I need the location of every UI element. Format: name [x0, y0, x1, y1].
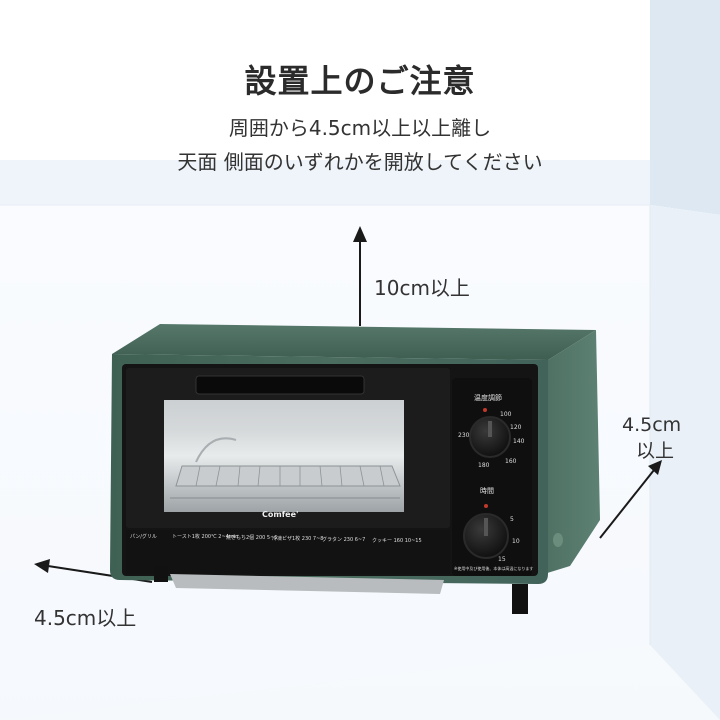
menu-item: トースト1枚 200℃ 2~4min: [172, 534, 239, 540]
top-clearance-label: 10cm以上: [374, 276, 470, 300]
temperature-label: 温度調節: [474, 394, 502, 402]
menu-item: パン/グリル: [130, 534, 157, 540]
side-clearance-value: 4.5cm: [622, 414, 682, 436]
temp-mark: 100: [500, 411, 512, 418]
brand-logo: Comfee': [262, 510, 299, 519]
temp-mark: 180: [478, 462, 490, 469]
temp-mark: 140: [513, 438, 525, 445]
subtitle-line-1: 周囲から4.5cm以上以上離し: [228, 116, 492, 140]
top-clearance-arrow: [353, 226, 367, 326]
temp-mark: 120: [510, 424, 522, 431]
temp-mark: 230: [458, 432, 470, 439]
page-title: 設置上のご注意: [244, 62, 476, 100]
timer-knob: [463, 504, 509, 559]
timer-label: 時間: [480, 487, 494, 495]
time-mark: 10: [512, 538, 520, 545]
temp-mark: 160: [505, 458, 517, 465]
caution-note: ※使用中及び使用後、本体は高温になります: [454, 566, 534, 571]
toaster-oven: [110, 324, 600, 614]
time-mark: 5: [510, 516, 514, 523]
subtitle-line-2: 天面 側面のいずれかを開放してください: [177, 150, 543, 174]
menu-item: 冷凍ピザ1枚 230 7~8: [272, 536, 324, 542]
temperature-knob: [469, 408, 511, 458]
menu-item: クッキー 160 10~15: [372, 538, 422, 544]
side-clearance-arrow: [599, 460, 662, 539]
menu-item: グラタン 230 6~7: [322, 537, 366, 543]
time-mark: 15: [498, 556, 506, 563]
side-clearance-unit: 以上: [636, 440, 675, 462]
menu-item: 焼きもち2個 200 5~6: [226, 535, 278, 541]
back-clearance-label: 4.5cm以上: [34, 606, 137, 630]
